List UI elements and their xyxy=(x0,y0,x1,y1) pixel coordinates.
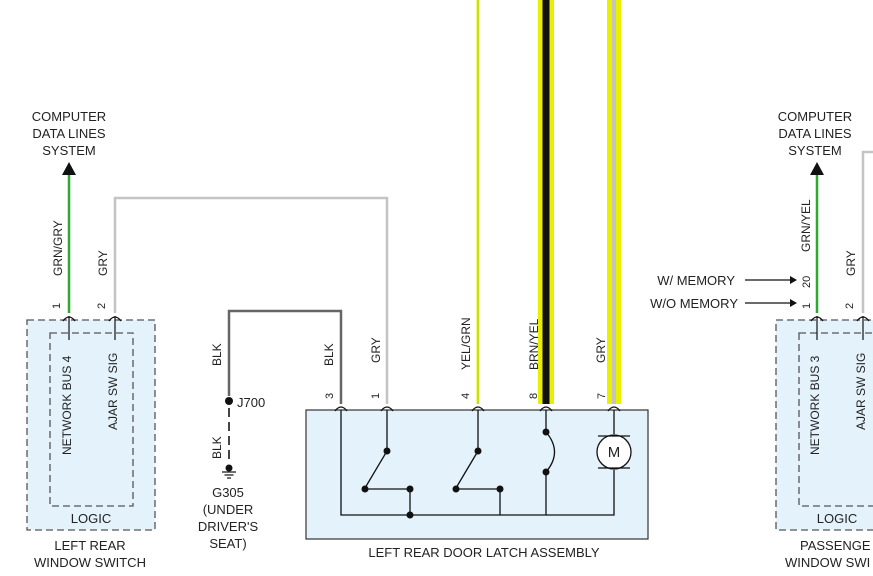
left-computer-label-line1: COMPUTER xyxy=(32,109,106,124)
right-computer-label-line2: DATA LINES xyxy=(778,126,852,141)
without-memory-label: W/O MEMORY xyxy=(650,296,738,311)
ground-label-line2: (UNDER xyxy=(203,502,254,517)
latch-pin7-wire-label: GRY xyxy=(594,337,608,363)
passenger-window-switch: COMPUTER DATA LINES SYSTEM GRN/YEL GRY W… xyxy=(650,109,873,570)
left-switch-name-line2: WINDOW SWITCH xyxy=(34,555,146,570)
latch-pin-7: 7 xyxy=(596,393,608,399)
latch-pin-3: 3 xyxy=(324,393,336,399)
left-gray-wire-label: GRY xyxy=(96,250,110,276)
j700-label: J700 xyxy=(237,395,265,410)
left-computer-label-line2: DATA LINES xyxy=(32,126,106,141)
right-computer-label-line3: SYSTEM xyxy=(788,143,841,158)
with-memory-arrowhead xyxy=(790,276,797,284)
latch-switch-contacts xyxy=(361,428,550,519)
latch-pin-8: 8 xyxy=(528,393,540,399)
right-gray-wire xyxy=(861,150,873,313)
left-switch-name-line1: LEFT REAR xyxy=(54,538,125,553)
right-pin-1: 1 xyxy=(801,303,813,309)
right-pin-20: 20 xyxy=(801,276,813,288)
right-switch-name-line1: PASSENGE xyxy=(800,538,871,553)
right-switch-name-line2: WINDOW SWI xyxy=(785,555,870,570)
latch-name: LEFT REAR DOOR LATCH ASSEMBLY xyxy=(368,545,599,560)
blk-upper-label: BLK xyxy=(210,343,224,366)
right-network-bus-label: NETWORK BUS 3 xyxy=(808,355,822,455)
right-pin-2: 2 xyxy=(844,303,856,309)
left-logic-label: LOGIC xyxy=(71,511,111,526)
right-logic-label: LOGIC xyxy=(817,511,857,526)
without-memory-arrowhead xyxy=(790,299,797,307)
left-ajar-sig-label: AJAR SW SIG xyxy=(106,353,120,430)
left-rear-door-latch-assembly: GRY YEL/GRN BRN/YEL GRY 3 1 4 8 7 xyxy=(305,0,649,560)
ground-symbol-dot xyxy=(225,464,233,472)
j700-splice-dot xyxy=(225,397,233,405)
right-gray-wire-label: GRY xyxy=(844,250,858,276)
ground-label-line1: G305 xyxy=(212,485,244,500)
motor-label: M xyxy=(608,444,621,461)
blk-wire-upper xyxy=(227,309,343,404)
right-ajar-sig-label: AJAR SW SIG xyxy=(854,353,868,430)
left-gray-wire xyxy=(113,196,389,404)
right-up-arrow xyxy=(810,162,824,175)
left-rear-window-switch: COMPUTER DATA LINES SYSTEM GRN/GRY GRY 1… xyxy=(26,109,389,570)
motor-icon xyxy=(596,434,632,470)
ground-label-line4: SEAT) xyxy=(209,536,246,551)
blk-lower-label: BLK xyxy=(210,436,224,459)
with-memory-label: W/ MEMORY xyxy=(657,273,735,288)
left-green-wire-label: GRN/GRY xyxy=(51,220,65,276)
right-computer-label-line1: COMPUTER xyxy=(778,109,852,124)
ground-icon xyxy=(222,471,236,479)
latch-pin-1: 1 xyxy=(370,393,382,399)
ground-label-line3: DRIVER'S xyxy=(198,519,259,534)
right-green-wire-label: GRN/YEL xyxy=(799,199,813,252)
ground-circuit: BLK BLK BLK J700 G305 (UNDER DRIVER'S SE… xyxy=(198,309,343,551)
left-network-bus-label: NETWORK BUS 4 xyxy=(60,355,74,455)
latch-pin8-wire-label: BRN/YEL xyxy=(527,318,541,370)
left-pin-1: 1 xyxy=(51,303,63,309)
latch-pin1-wire-label: GRY xyxy=(369,337,383,363)
latch-internal-circuit xyxy=(340,410,615,516)
left-pin-2: 2 xyxy=(96,303,108,309)
latch-pin-4: 4 xyxy=(460,393,472,399)
left-logic-box xyxy=(49,332,134,507)
blk-latch-pin3-label: BLK xyxy=(322,343,336,366)
left-computer-label-line3: SYSTEM xyxy=(42,143,95,158)
left-up-arrow xyxy=(62,162,76,175)
right-logic-box xyxy=(798,332,873,507)
latch-connectors xyxy=(334,406,621,412)
latch-pin4-wire-label: YEL/GRN xyxy=(459,317,473,370)
latch-box xyxy=(305,409,649,540)
